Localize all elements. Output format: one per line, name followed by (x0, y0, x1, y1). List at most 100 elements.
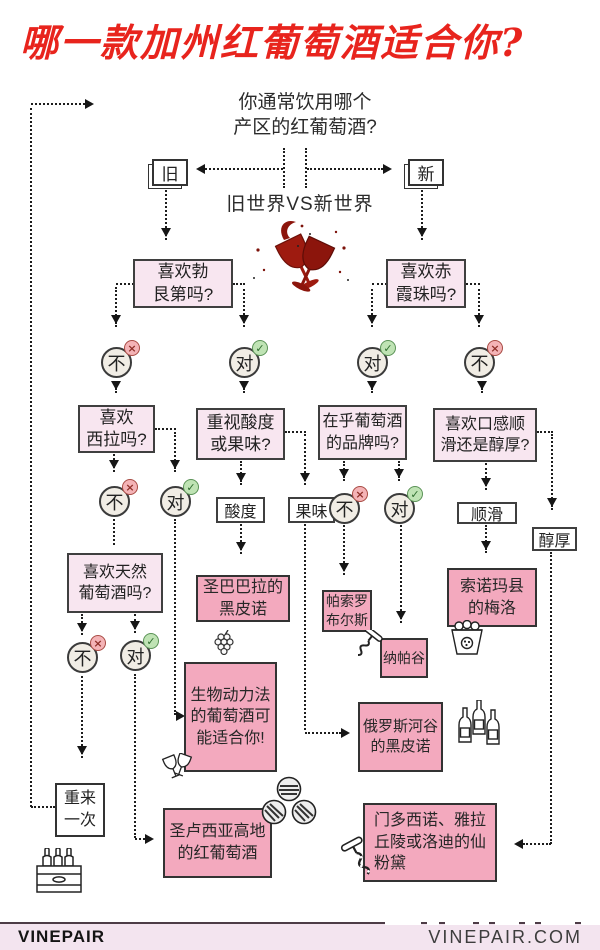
arrowhead (339, 563, 349, 572)
check-badge-icon: ✓ (143, 633, 159, 649)
result-text: 圣卢西亚高地 (169, 823, 266, 841)
cross-badge-icon: × (487, 340, 503, 356)
cross-badge-icon: × (90, 635, 106, 651)
question-text: 西拉吗? (86, 430, 147, 449)
cross-badge-icon: × (352, 486, 368, 502)
question-text: 在乎葡萄酒 (322, 413, 403, 431)
connector-line (155, 428, 176, 430)
connector-line (551, 434, 553, 510)
arrowhead (383, 164, 392, 174)
connector-line (31, 103, 85, 105)
connector-line (81, 676, 83, 758)
toasting-glasses-icon (161, 753, 193, 779)
connector-line (283, 148, 285, 188)
question-text: 滑还是醇厚? (440, 437, 530, 454)
arrowhead (145, 834, 154, 844)
question-text: 的品牌吗? (326, 434, 399, 452)
arrowhead (300, 473, 310, 482)
arrowhead (111, 381, 121, 390)
result-santa-barbara: 圣巴巴拉的 黑皮诺 (196, 575, 290, 622)
arrowhead (547, 498, 557, 507)
connector-line (343, 525, 345, 575)
answer-yes-icon: 对 ✓ (357, 340, 396, 379)
new-world-label: 新 (417, 165, 435, 184)
arrowhead (514, 839, 523, 849)
connector-line (537, 431, 553, 433)
question-syrah: 喜欢 西拉吗? (78, 405, 155, 453)
connector-line (240, 524, 242, 554)
connector-line (30, 108, 32, 807)
question-acid-fruit: 重视酸度 或果味? (196, 408, 285, 460)
check-badge-icon: ✓ (380, 340, 396, 356)
arrowhead (339, 469, 349, 478)
connector-line (113, 519, 115, 545)
answer-no-icon: 不 × (101, 340, 140, 379)
answer-no-icon: 不 × (329, 486, 368, 525)
connector-line (307, 168, 383, 170)
connector-line (285, 431, 306, 433)
wine-barrels-icon (261, 776, 317, 825)
corkscrew-icon (340, 836, 371, 875)
connector-line (31, 806, 55, 808)
result-text: 纳帕谷 (383, 649, 425, 666)
answer-yes-icon: 对 ✓ (160, 479, 199, 518)
arrowhead (170, 460, 180, 469)
result-mendocino: 门多西诺、雅拉 丘陵或洛迪的仙 粉黛 (363, 803, 497, 882)
arrowhead (77, 623, 87, 632)
result-text: 的红葡萄酒 (177, 845, 258, 862)
arrowhead (239, 315, 249, 324)
question-text: 喜欢口感顺 (444, 415, 525, 433)
connector-line (135, 838, 145, 840)
question-cabernet: 喜欢赤 霞珠吗? (386, 259, 466, 308)
versus-label: 旧世界VS新世界 (226, 194, 374, 215)
arrowhead (176, 711, 185, 721)
question-brand: 在乎葡萄酒 的品牌吗? (318, 405, 407, 460)
answer-yes-icon: 对 ✓ (384, 486, 423, 525)
question-text: 重视酸度 (206, 412, 275, 432)
new-world-tag: 新 (408, 159, 444, 186)
arrowhead (236, 542, 246, 551)
answer-acidity-label: 酸度 (216, 497, 265, 523)
connector-line (421, 190, 423, 240)
question-text: 或果味? (210, 435, 271, 454)
result-sonoma: 索诺玛县 的梅洛 (447, 568, 537, 627)
arrowhead (77, 746, 87, 755)
result-text: 能适合你! (196, 729, 265, 747)
question-text: 葡萄酒吗? (78, 585, 152, 602)
question-burgundy: 喜欢勃 艮第吗? (133, 259, 233, 308)
connector-line (174, 519, 176, 715)
answer-no-icon: 不 × (67, 635, 106, 674)
arrowhead (396, 611, 406, 620)
connector-line (233, 283, 245, 285)
question-text: 喜欢天然 (82, 563, 147, 581)
arrowhead (236, 473, 246, 482)
question-text: 喜欢勃 (157, 262, 209, 282)
result-text: 门多西诺、雅拉 (374, 812, 487, 830)
result-santa-lucia: 圣卢西亚高地 的红葡萄酒 (163, 808, 272, 878)
result-russian-river: 俄罗斯河谷 的黑皮诺 (358, 702, 443, 772)
connector-line (550, 552, 552, 844)
wine-glasses-illustration (253, 220, 349, 292)
check-badge-icon: ✓ (183, 479, 199, 495)
arrowhead (85, 99, 94, 109)
arrowhead (196, 164, 205, 174)
arrowhead (109, 460, 119, 469)
arrowhead (239, 381, 249, 390)
arrowhead (394, 469, 404, 478)
question-text: 喜欢 (99, 407, 134, 427)
page-title: 哪一款加州红葡萄酒适合你? (20, 20, 525, 65)
question-text: 喜欢赤 (400, 262, 452, 282)
answer-full-bodied-label: 醇厚 (532, 527, 577, 551)
arrowhead (477, 381, 487, 390)
connector-line (400, 525, 402, 623)
wine-bottles-icon (458, 700, 500, 745)
arrowhead (474, 315, 484, 324)
footer-site-url: VINEPAIR.COM (428, 926, 582, 947)
intro-question: 你通常饮用哪个 产区的红葡萄酒? (200, 90, 410, 140)
vinepair-logo: VINEPAIR (18, 927, 106, 946)
start-over-text: 重来 (63, 789, 96, 807)
connector-line (174, 432, 176, 472)
result-text: 丘陵或洛迪的仙 (374, 833, 487, 851)
old-world-tag: 旧 (152, 159, 188, 186)
